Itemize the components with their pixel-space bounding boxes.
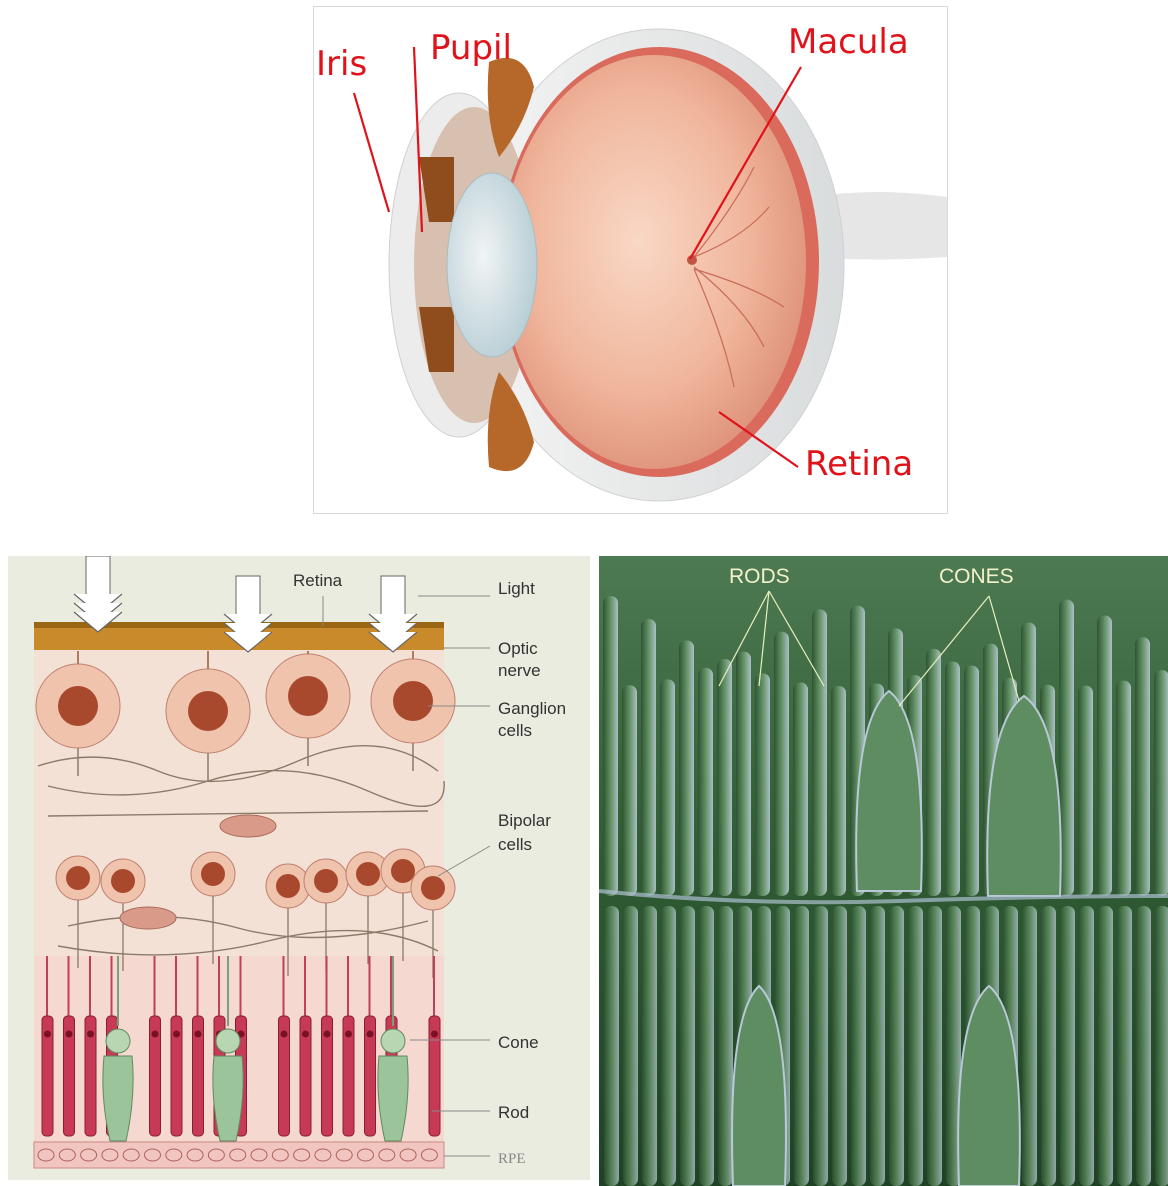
micrograph-rod: [736, 652, 751, 896]
micrograph-rod: [717, 659, 732, 896]
bipolar-label-line1: Bipolar: [498, 811, 551, 830]
micrograph-rod-lower: [1060, 906, 1075, 1186]
rods-label: RODS: [729, 565, 790, 588]
cone-label: Cone: [498, 1033, 539, 1052]
rpe-label: RPE: [498, 1151, 526, 1167]
rod-label: Rod: [498, 1103, 529, 1122]
micrograph-rod-lower: [832, 906, 847, 1186]
light-arrow-icon: [74, 556, 122, 632]
optic-nerve-label-line2: nerve: [498, 661, 541, 680]
micrograph-rod: [812, 609, 827, 896]
micrograph-rod: [679, 640, 694, 896]
micrograph-rod-lower: [1117, 906, 1132, 1186]
micrograph-rod: [1078, 686, 1093, 896]
micrograph-rod: [660, 679, 675, 896]
macula-label: Macula: [788, 22, 909, 62]
micrograph-rod: [641, 619, 656, 896]
retina-layers-illustration: Retina Light Optic nerve Ganglion cells …: [8, 556, 590, 1180]
iris-label: Iris: [316, 44, 367, 84]
micrograph-rod: [926, 649, 941, 896]
horizontal-cell: [220, 815, 276, 837]
micrograph-rod-lower: [927, 906, 942, 1186]
micrograph-rod-lower: [718, 906, 733, 1186]
micrograph-rod: [945, 662, 960, 896]
retina-layers-diagram: Retina Light Optic nerve Ganglion cells …: [8, 556, 590, 1180]
retina-label: Retina: [805, 444, 913, 484]
micrograph-rod-lower: [604, 906, 619, 1186]
eye-illustration: Iris Pupil Macula Retina: [314, 7, 947, 513]
micrograph-rod-lower: [699, 906, 714, 1186]
micrograph-rod-lower: [623, 906, 638, 1186]
micrograph-rod: [1097, 615, 1112, 896]
micrograph-rod: [774, 632, 789, 896]
micrograph-rod: [603, 596, 618, 896]
micrograph-rod-lower: [1155, 906, 1168, 1186]
micrograph-rod: [698, 668, 713, 896]
micrograph-rod-lower: [1022, 906, 1037, 1186]
retina-layer-label: Retina: [293, 571, 343, 590]
optic-nerve-label-line1: Optic: [498, 639, 538, 658]
pupil-label: Pupil: [430, 28, 512, 68]
light-label: Light: [498, 579, 535, 598]
micrograph-rod-lower: [1136, 906, 1151, 1186]
micrograph-rod: [831, 686, 846, 896]
micrograph-rod-lower: [813, 906, 828, 1186]
vitreous: [502, 55, 806, 469]
rods-cones-micrograph: RODS CONES: [599, 556, 1168, 1186]
eye-cross-section-diagram: Iris Pupil Macula Retina: [313, 6, 948, 514]
micrograph-rod: [622, 685, 637, 896]
lens: [447, 173, 537, 357]
cones-label: CONES: [939, 565, 1014, 588]
bipolar-label-line2: cells: [498, 835, 532, 854]
micrograph-rod-lower: [908, 906, 923, 1186]
micrograph-rod: [1154, 670, 1168, 896]
micrograph-rod-lower: [889, 906, 904, 1186]
micrograph-illustration: RODS CONES: [599, 556, 1168, 1186]
micrograph-rod-lower: [1079, 906, 1094, 1186]
rpe-layer: [34, 1142, 444, 1168]
micrograph-rod-lower: [1041, 906, 1056, 1186]
micrograph-rod-lower: [870, 906, 885, 1186]
horizontal-cell: [120, 907, 176, 929]
micrograph-rod-lower: [661, 906, 676, 1186]
micrograph-rod-lower: [642, 906, 657, 1186]
micrograph-rod: [793, 683, 808, 896]
micrograph-rod: [1135, 637, 1150, 896]
micrograph-rod: [1116, 681, 1131, 896]
micrograph-rod-lower: [794, 906, 809, 1186]
ganglion-label-line2: cells: [498, 721, 532, 740]
micrograph-rod: [755, 673, 770, 896]
ganglion-label-line1: Ganglion: [498, 699, 566, 718]
micrograph-rod-lower: [851, 906, 866, 1186]
micrograph-rod-lower: [1098, 906, 1113, 1186]
micrograph-rod-lower: [680, 906, 695, 1186]
micrograph-rod: [964, 666, 979, 896]
